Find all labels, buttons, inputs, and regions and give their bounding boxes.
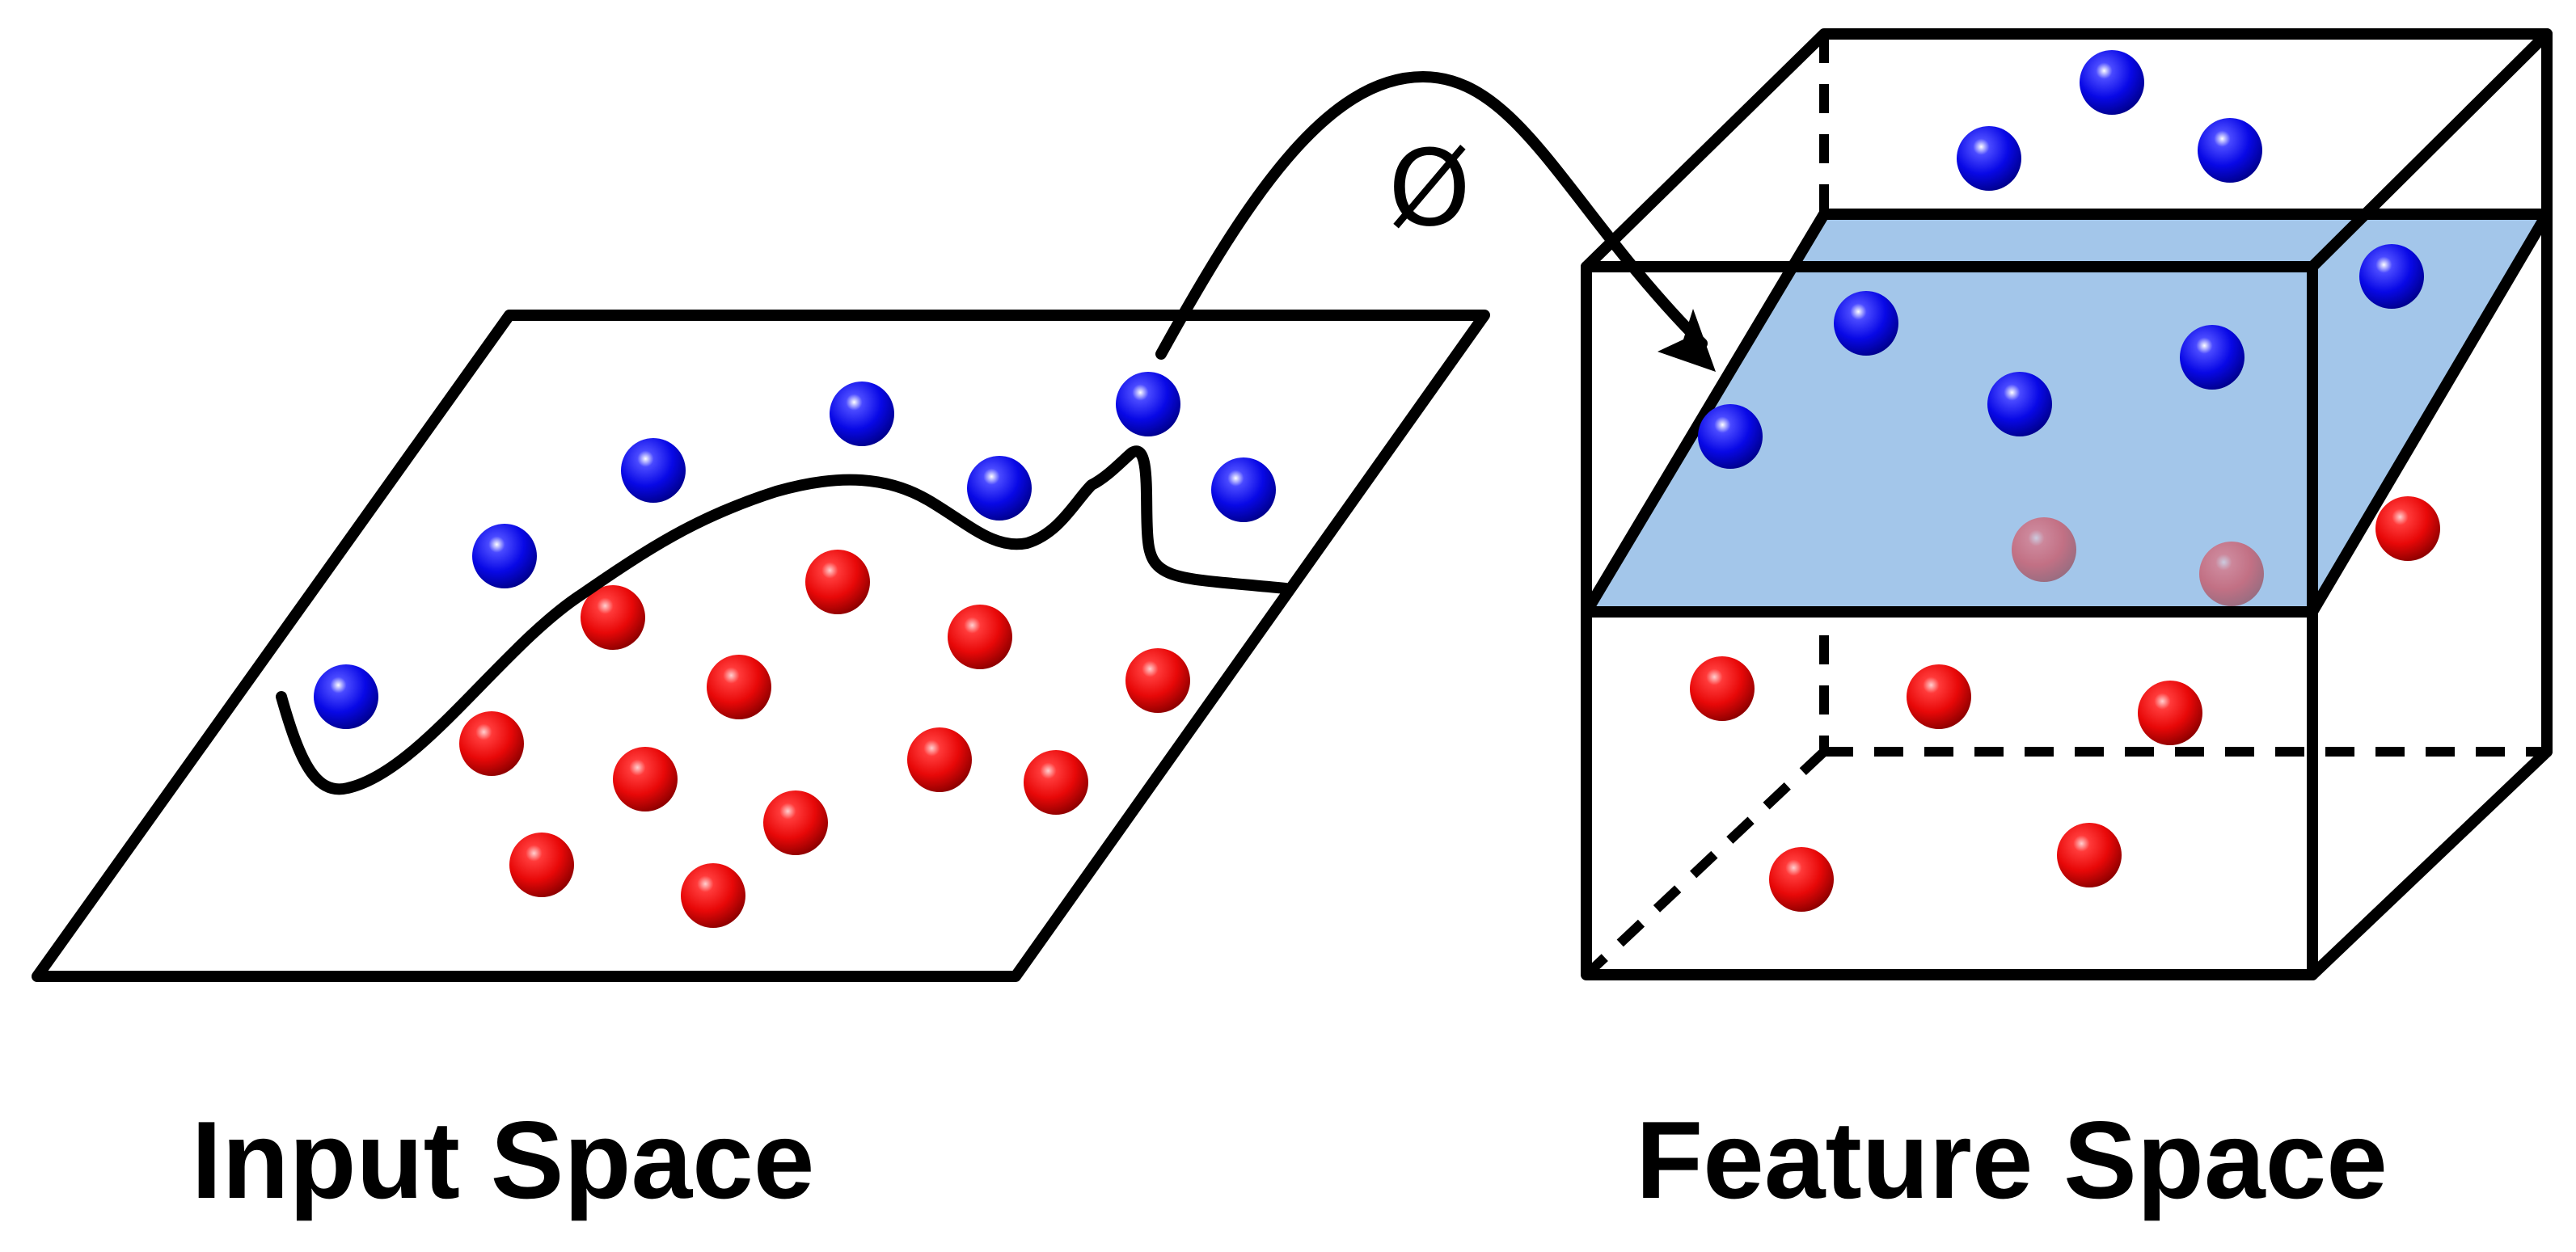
red-class-point: [2057, 823, 2122, 887]
red-class-point: [1690, 656, 1755, 721]
red-class-point: [509, 833, 574, 897]
cube-bottom-right-edge: [2307, 746, 2553, 980]
red-class-point: [581, 585, 645, 650]
red-class-point-behind-plane: [2199, 542, 2264, 606]
feature-space-points: [1690, 50, 2440, 912]
cube-top-face: [1581, 28, 2553, 272]
blue-class-point: [472, 524, 537, 588]
blue-class-point: [2180, 325, 2244, 390]
blue-class-point: [1698, 404, 1763, 469]
blue-class-point: [2359, 244, 2424, 309]
red-class-point: [459, 711, 524, 776]
input-space-plane: [32, 310, 1490, 982]
blue-class-point: [830, 382, 894, 446]
blue-class-point: [1987, 372, 2052, 436]
blue-class-point: [1116, 372, 1180, 436]
blue-class-point: [621, 438, 686, 503]
red-class-point: [681, 863, 745, 928]
input-space-points: [314, 372, 1276, 928]
input-space-caption: Input Space: [192, 1098, 815, 1221]
red-class-point: [1769, 847, 1834, 912]
red-class-point: [763, 790, 828, 855]
cube-hidden-edge-depth: [1582, 748, 1828, 979]
mapping-arrow-head: [1658, 309, 1716, 372]
red-class-point: [613, 747, 678, 811]
decision-boundary-curve: [276, 445, 1291, 795]
red-class-point-behind-plane: [2012, 517, 2076, 582]
input-space-panel: [32, 310, 1490, 982]
blue-class-point: [967, 456, 1032, 521]
blue-class-point: [2198, 118, 2262, 183]
red-class-point: [948, 605, 1012, 669]
red-class-point: [805, 550, 870, 614]
mapping-arrow: Ø: [1155, 71, 1716, 372]
red-class-point: [2138, 681, 2202, 745]
mapping-symbol: Ø: [1388, 127, 1471, 250]
blue-class-point: [1834, 291, 1898, 356]
feature-space-panel: [1581, 28, 2553, 980]
mapping-arrow-curve: [1155, 71, 1708, 360]
red-class-point: [1125, 648, 1190, 713]
blue-class-point: [2080, 50, 2144, 115]
red-class-point: [907, 727, 972, 792]
blue-class-point: [1957, 126, 2021, 191]
red-class-point: [1024, 750, 1088, 815]
blue-class-point: [1211, 457, 1276, 522]
blue-class-point: [314, 664, 378, 729]
red-class-point: [707, 655, 771, 719]
red-class-point: [2375, 496, 2440, 561]
red-class-point: [1907, 664, 1971, 729]
feature-space-caption: Feature Space: [1636, 1098, 2388, 1221]
